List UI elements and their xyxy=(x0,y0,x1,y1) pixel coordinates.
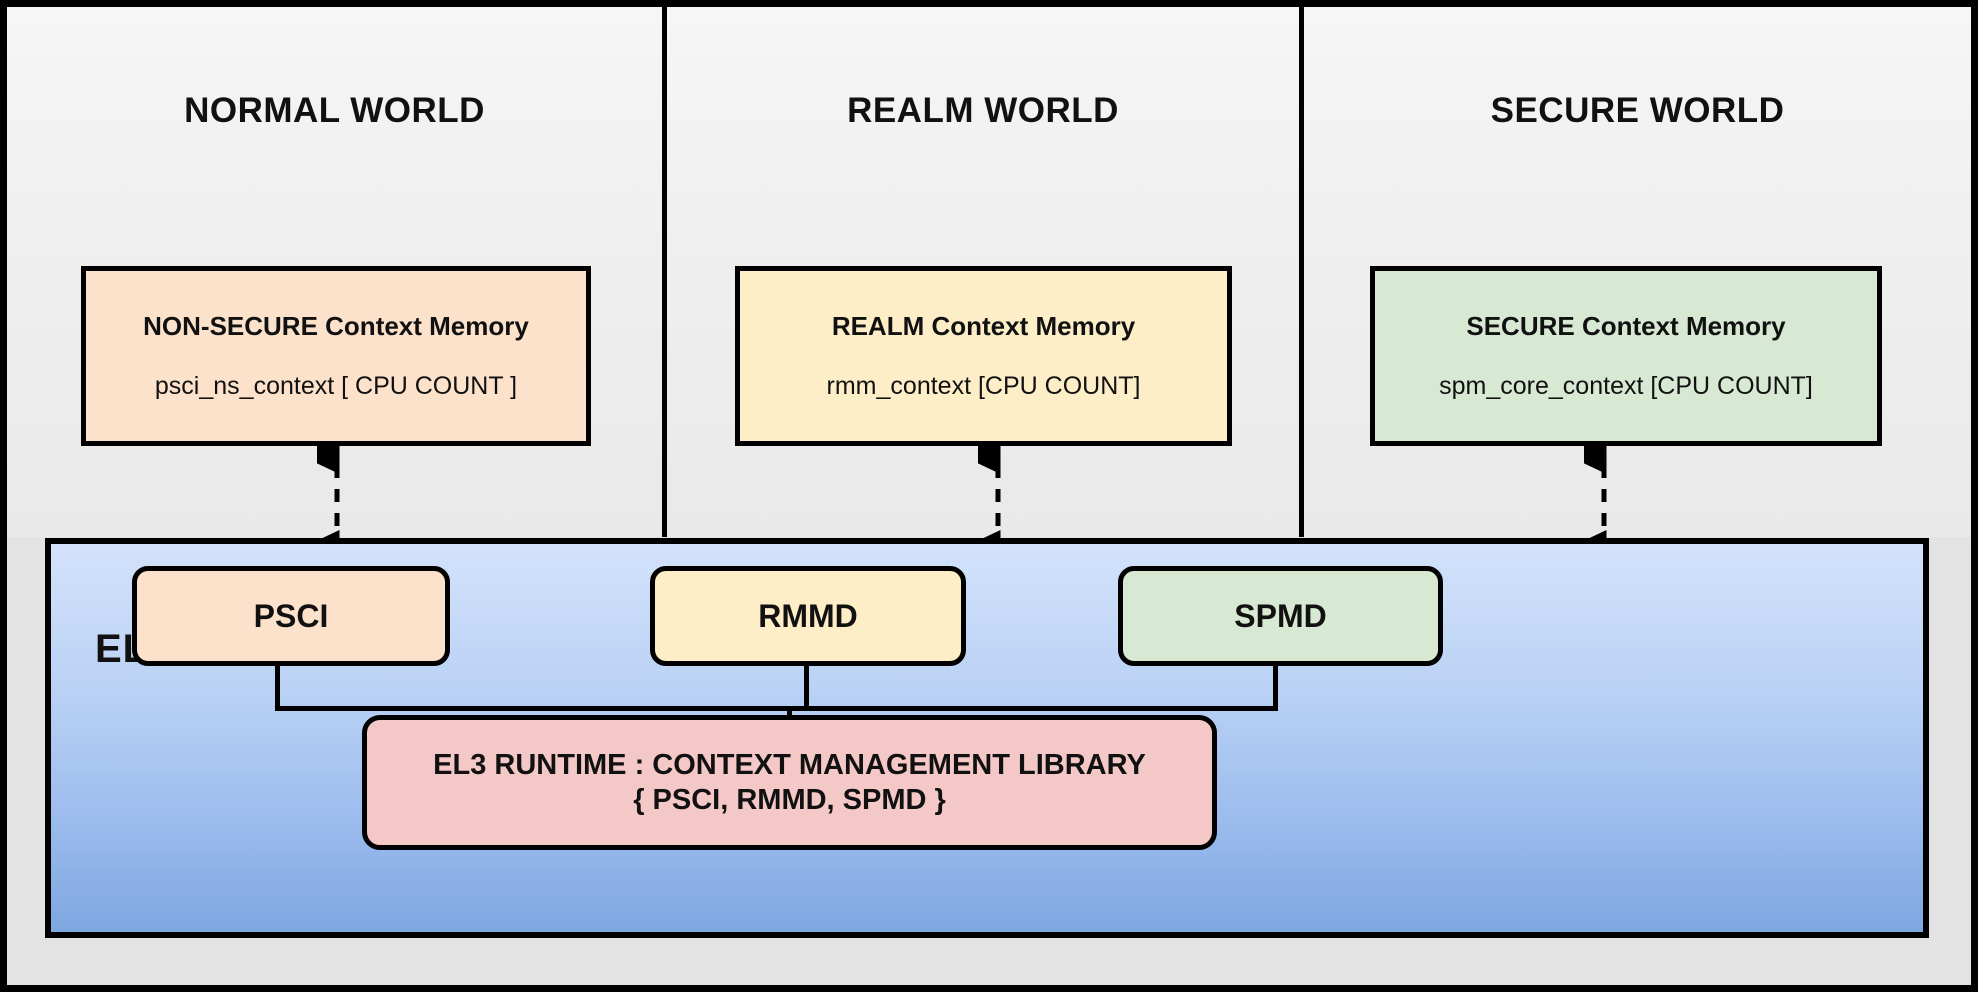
runtime-library-line2: { PSCI, RMMD, SPMD } xyxy=(633,783,946,816)
context-memory-title-non-secure: NON-SECURE Context Memory xyxy=(143,311,529,341)
connector-vertical-rmmd xyxy=(804,664,809,709)
el3-panel: EL3 PSCI RMMD SPMD EL3 RUNTIME : CONTEXT… xyxy=(45,538,1929,938)
context-memory-subtitle-realm: rmm_context [CPU COUNT] xyxy=(826,372,1141,400)
dispatcher-label-rmmd: RMMD xyxy=(758,597,858,634)
dispatcher-label-psci: PSCI xyxy=(253,597,329,634)
context-memory-box-non-secure: NON-SECURE Context Memory psci_ns_contex… xyxy=(81,266,591,446)
context-memory-title-realm: REALM Context Memory xyxy=(831,311,1136,341)
context-memory-box-secure: SECURE Context Memory spm_core_context [… xyxy=(1370,266,1882,446)
context-memory-title-secure: SECURE Context Memory xyxy=(1466,311,1786,341)
dispatcher-box-rmmd[interactable]: RMMD xyxy=(650,566,966,666)
world-column-realm: REALM WORLD xyxy=(662,7,1299,537)
context-memory-subtitle-non-secure: psci_ns_context [ CPU COUNT ] xyxy=(154,372,518,400)
el3-runtime-library-box[interactable]: EL3 RUNTIME : CONTEXT MANAGEMENT LIBRARY… xyxy=(362,715,1217,850)
connector-vertical-spmd xyxy=(1273,664,1278,709)
world-column-normal: NORMAL WORLD xyxy=(7,7,662,537)
world-title-realm: REALM WORLD xyxy=(847,91,1119,130)
connector-horizontal-bus xyxy=(275,706,1278,711)
world-title-secure: SECURE WORLD xyxy=(1490,91,1785,130)
dispatcher-label-spmd: SPMD xyxy=(1234,597,1327,634)
context-memory-box-realm: REALM Context Memory rmm_context [CPU CO… xyxy=(735,266,1232,446)
dispatcher-box-spmd[interactable]: SPMD xyxy=(1118,566,1443,666)
world-column-secure: SECURE WORLD xyxy=(1299,7,1971,537)
runtime-library-line1: EL3 RUNTIME : CONTEXT MANAGEMENT LIBRARY xyxy=(433,749,1146,782)
world-title-normal: NORMAL WORLD xyxy=(184,91,485,130)
dashed-arrow-non-secure xyxy=(317,444,340,560)
dashed-arrow-realm xyxy=(978,444,1001,560)
dashed-arrow-secure xyxy=(1584,444,1607,560)
connector-vertical-psci xyxy=(275,664,280,709)
context-memory-subtitle-secure: spm_core_context [CPU COUNT] xyxy=(1439,372,1813,400)
dispatcher-box-psci[interactable]: PSCI xyxy=(132,566,450,666)
